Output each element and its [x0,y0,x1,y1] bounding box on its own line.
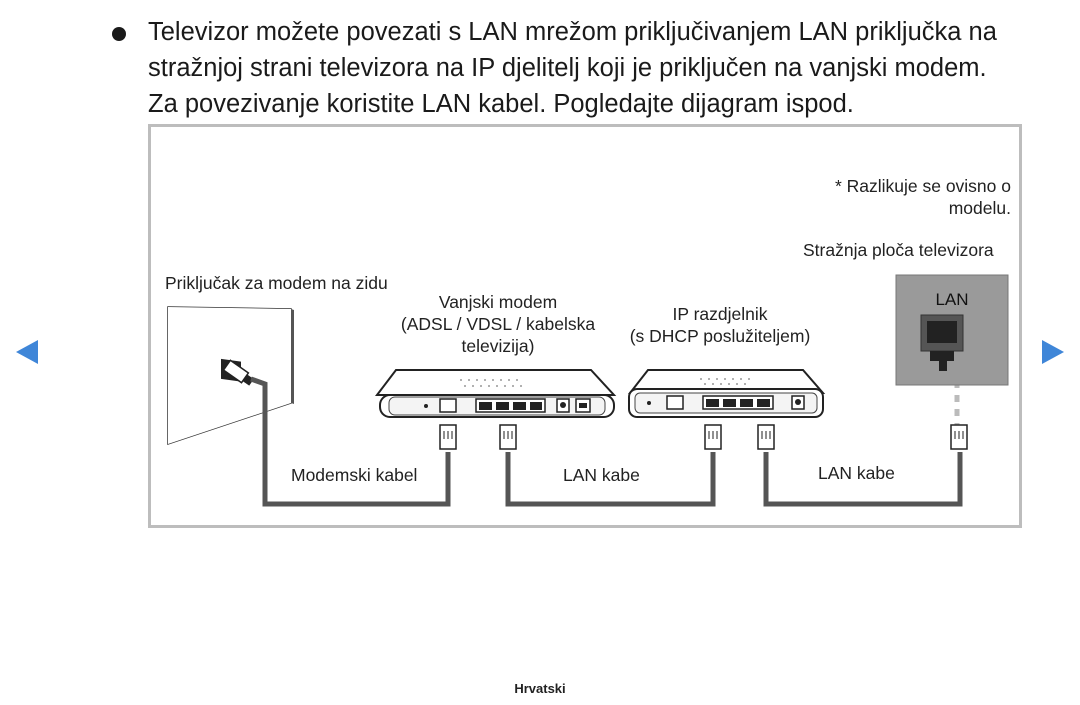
model-note-line1: * Razlikuje se ovisno o [834,176,1011,196]
modem-label-line1: Vanjski modem [438,292,558,312]
next-page-icon[interactable] [1042,340,1064,364]
lan-cable-label-2: LAN kabe [818,463,895,483]
splitter-label-line1: IP razdjelnik [672,304,768,324]
modem-label-line2: (ADSL / VDSL / kabelska [400,314,596,334]
splitter-label: IP razdjelnik (s DHCP poslužiteljem) [615,303,825,347]
lan-cable-label-1: LAN kabe [563,465,640,485]
wall-socket-label: Priključak za modem na zidu [165,273,388,293]
modem-cable-label: Modemski kabel [291,465,418,485]
diagram-artwork [167,274,1009,507]
footer-language: Hrvatski [514,681,566,696]
ip-splitter-icon [627,369,826,418]
modem-label-line3: televizija) [461,336,535,356]
wall-plate-icon [167,306,294,446]
cable-plug-icon [439,424,968,450]
bullet-text: Televizor možete povezati s LAN mrežom p… [148,18,997,118]
splitter-label-line2: (s DHCP poslužiteljem) [629,326,811,346]
tv-panel-label: Stražnja ploča televizora [803,240,994,260]
lan-port-label: LAN [935,290,969,309]
bullet-dot-icon [112,27,126,41]
model-note-line2: modelu. [948,198,1011,218]
tv-back-panel-icon [895,274,1009,386]
modem-label: Vanjski modem (ADSL / VDSL / kabelska te… [371,291,625,357]
modem-icon [374,369,617,418]
connection-diagram: * Razlikuje se ovisno o modelu. Stražnja… [148,124,1022,528]
previous-page-icon[interactable] [16,340,38,364]
model-note: * Razlikuje se ovisno o modelu. [835,175,1011,219]
